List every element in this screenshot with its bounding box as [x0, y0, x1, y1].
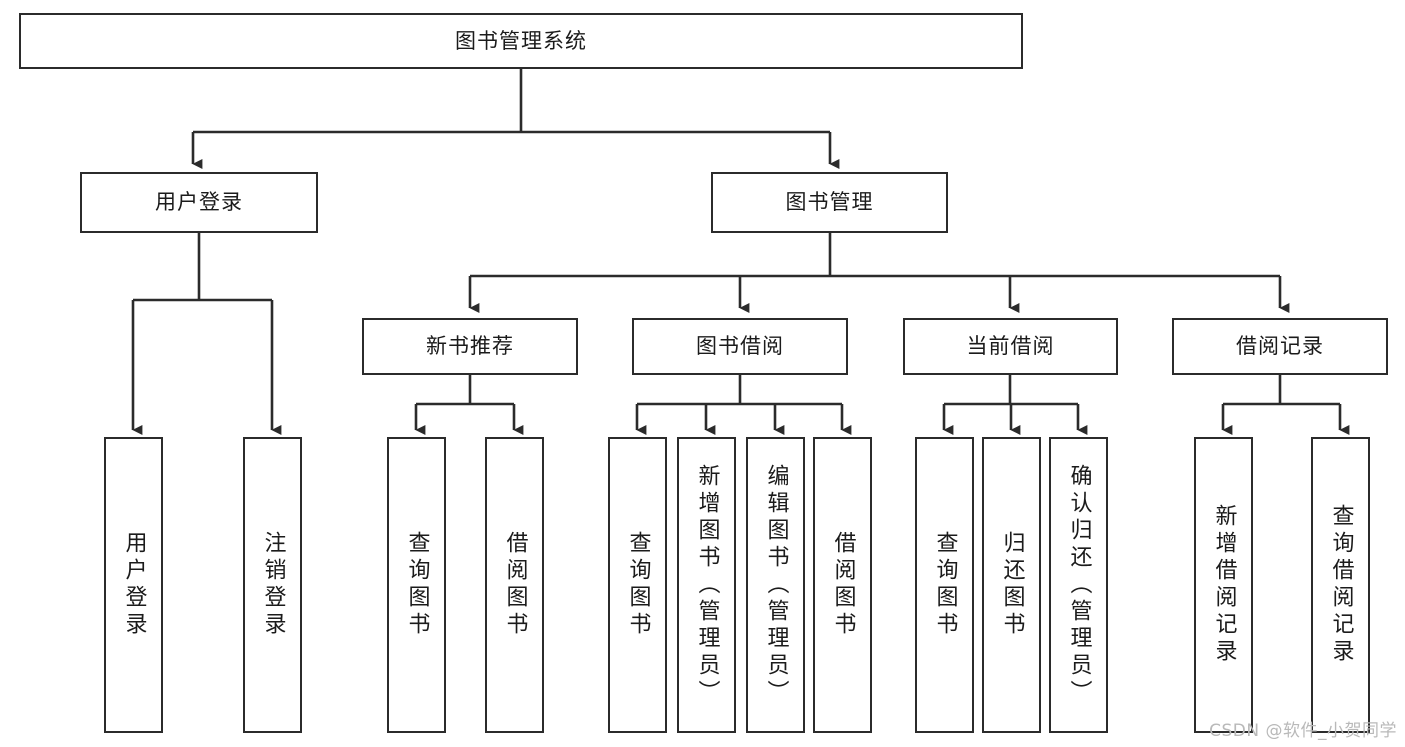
leaf-record-query-label: 查询借阅记录: [1328, 504, 1354, 666]
leaf-current-query-book-label: 查询图书: [932, 531, 958, 639]
node-current-borrow-label: 当前借阅: [966, 334, 1055, 359]
leaf-current-query-book[interactable]: 查询图书: [915, 437, 974, 733]
node-user-login[interactable]: 用户登录: [80, 172, 318, 233]
leaf-current-return-book[interactable]: 归还图书: [982, 437, 1041, 733]
leaf-newbook-borrow-book-label: 借阅图书: [502, 531, 528, 639]
leaf-newbook-borrow-book[interactable]: 借阅图书: [485, 437, 544, 733]
leaf-user-login[interactable]: 用户登录: [104, 437, 163, 733]
node-root-label: 图书管理系统: [455, 28, 587, 53]
leaf-newbook-query-book-label: 查询图书: [404, 531, 430, 639]
leaf-current-confirm-return[interactable]: 确认归还（管理员）: [1049, 437, 1108, 733]
leaf-borrow-lend-book[interactable]: 借阅图书: [813, 437, 872, 733]
node-user-login-label: 用户登录: [155, 190, 243, 215]
node-new-book-recommend-label: 新书推荐: [426, 334, 514, 359]
node-borrow-record-label: 借阅记录: [1236, 334, 1324, 359]
leaf-record-query[interactable]: 查询借阅记录: [1311, 437, 1370, 733]
node-root[interactable]: 图书管理系统: [19, 13, 1023, 69]
node-book-management[interactable]: 图书管理: [711, 172, 948, 233]
leaf-record-add[interactable]: 新增借阅记录: [1194, 437, 1253, 733]
leaf-newbook-query-book[interactable]: 查询图书: [387, 437, 446, 733]
watermark: CSDN @软件_小贺同学: [1209, 721, 1397, 741]
node-borrow-record[interactable]: 借阅记录: [1172, 318, 1388, 375]
leaf-record-add-label: 新增借阅记录: [1211, 504, 1237, 666]
leaf-borrow-query-book[interactable]: 查询图书: [608, 437, 667, 733]
leaf-borrow-edit-book-label: 编辑图书（管理员）: [763, 463, 789, 707]
leaf-borrow-edit-book[interactable]: 编辑图书（管理员）: [746, 437, 805, 733]
leaf-current-return-book-label: 归还图书: [999, 531, 1025, 639]
leaf-user-logout-label: 注销登录: [260, 531, 286, 639]
leaf-borrow-add-book-label: 新增图书（管理员）: [694, 463, 720, 707]
leaf-current-confirm-return-label: 确认归还（管理员）: [1066, 463, 1092, 707]
leaf-user-login-label: 用户登录: [121, 531, 147, 639]
leaf-borrow-query-book-label: 查询图书: [625, 531, 651, 639]
node-book-borrow[interactable]: 图书借阅: [632, 318, 848, 375]
leaf-borrow-lend-book-label: 借阅图书: [830, 531, 856, 639]
node-book-borrow-label: 图书借阅: [696, 334, 784, 359]
node-new-book-recommend[interactable]: 新书推荐: [362, 318, 578, 375]
leaf-user-logout[interactable]: 注销登录: [243, 437, 302, 733]
leaf-borrow-add-book[interactable]: 新增图书（管理员）: [677, 437, 736, 733]
node-book-management-label: 图书管理: [785, 190, 874, 215]
node-current-borrow[interactable]: 当前借阅: [903, 318, 1118, 375]
